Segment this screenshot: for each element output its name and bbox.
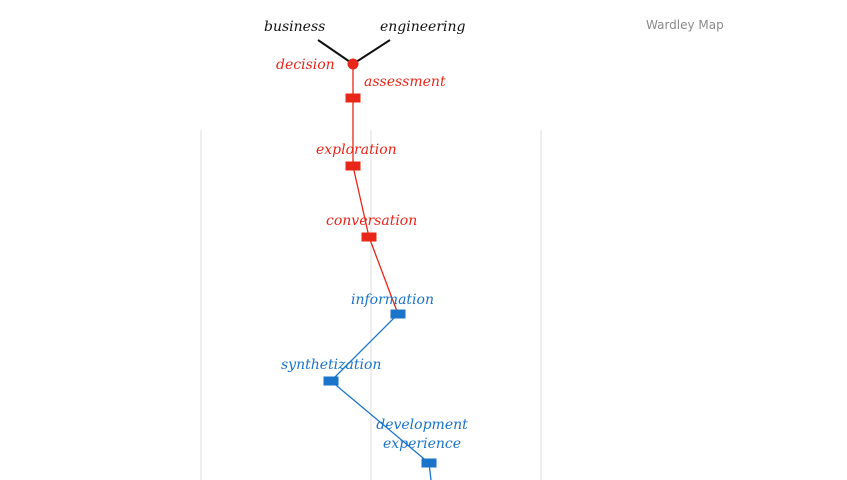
- link-synthetization-to-development-experience: [330, 380, 430, 464]
- dependency-links: [317, 39, 432, 480]
- component-labels: business engineering decision assessment exp…: [264, 19, 468, 452]
- conversation-node[interactable]: [361, 232, 377, 242]
- assessment-label: assessment: [364, 74, 446, 90]
- link-exploration-to-conversation: [352, 165, 370, 238]
- development-experience-node[interactable]: [421, 458, 437, 468]
- link-information-to-synthetization: [330, 313, 399, 382]
- synthetization-node[interactable]: [323, 376, 339, 386]
- grid-lines: [200, 130, 542, 480]
- assessment-node[interactable]: [345, 93, 361, 103]
- map-title: Wardley Map: [646, 18, 724, 32]
- exploration-label: exploration: [316, 142, 397, 158]
- link-business-to-decision: [317, 39, 354, 65]
- map-components: [323, 58, 437, 468]
- link-conversation-to-information: [368, 236, 399, 315]
- exploration-node[interactable]: [345, 161, 361, 171]
- information-label: information: [351, 292, 434, 308]
- engineering-label: engineering: [380, 19, 466, 35]
- information-node[interactable]: [390, 309, 406, 319]
- decision-node[interactable]: [347, 58, 359, 70]
- link-engineering-to-decision: [352, 39, 391, 65]
- business-label: business: [264, 19, 325, 35]
- synthetization-label: synthetization: [281, 357, 381, 373]
- decision-label: decision: [276, 57, 335, 73]
- conversation-label: conversation: [326, 213, 417, 229]
